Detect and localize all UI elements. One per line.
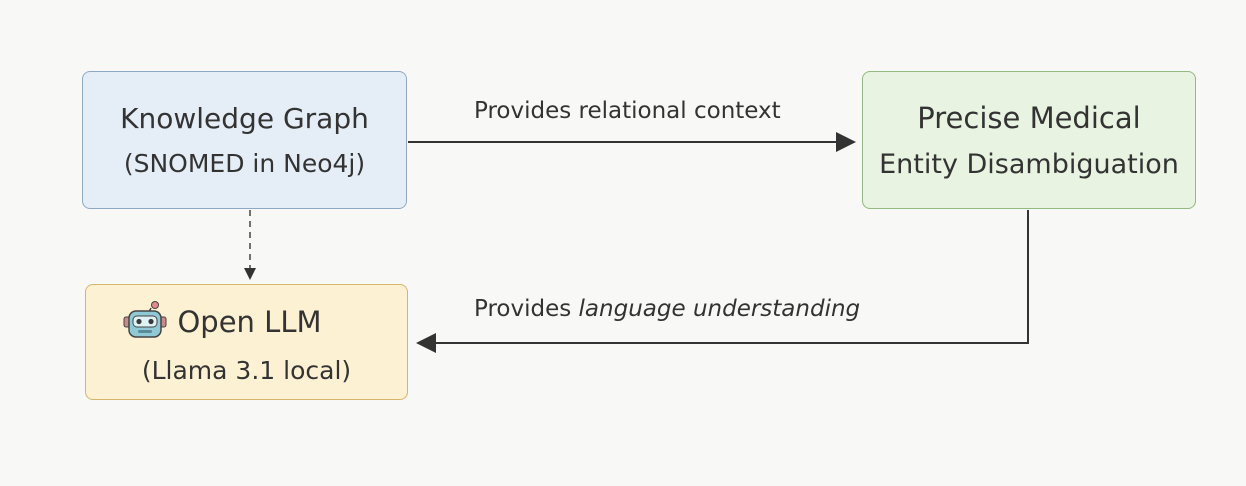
open-llm-subtitle: (Llama 3.1 local) (141, 355, 352, 385)
edge-label-bottom: Provides language understanding (474, 296, 860, 322)
knowledge-graph-title: Knowledge Graph (120, 102, 369, 135)
edge-label-bottom-prefix: Provides (474, 296, 579, 322)
edge-label-bottom-emphasis: language understanding (578, 296, 861, 322)
edge-precise-medical-to-llm (416, 210, 1029, 353)
open-llm-title: Open LLM (177, 304, 322, 339)
precise-medical-title: Precise Medical (917, 100, 1141, 135)
precise-medical-subtitle: Entity Disambiguation (879, 148, 1179, 180)
robot-icon (121, 300, 169, 344)
knowledge-graph-node: Knowledge Graph (SNOMED in Neo4j) (82, 71, 407, 209)
open-llm-node: Open LLM (Llama 3.1 local) (85, 284, 408, 400)
knowledge-graph-subtitle: (SNOMED in Neo4j) (123, 149, 366, 178)
edge-label-top: Provides relational context (474, 98, 781, 124)
precise-medical-node: Precise Medical Entity Disambiguation (862, 71, 1196, 209)
